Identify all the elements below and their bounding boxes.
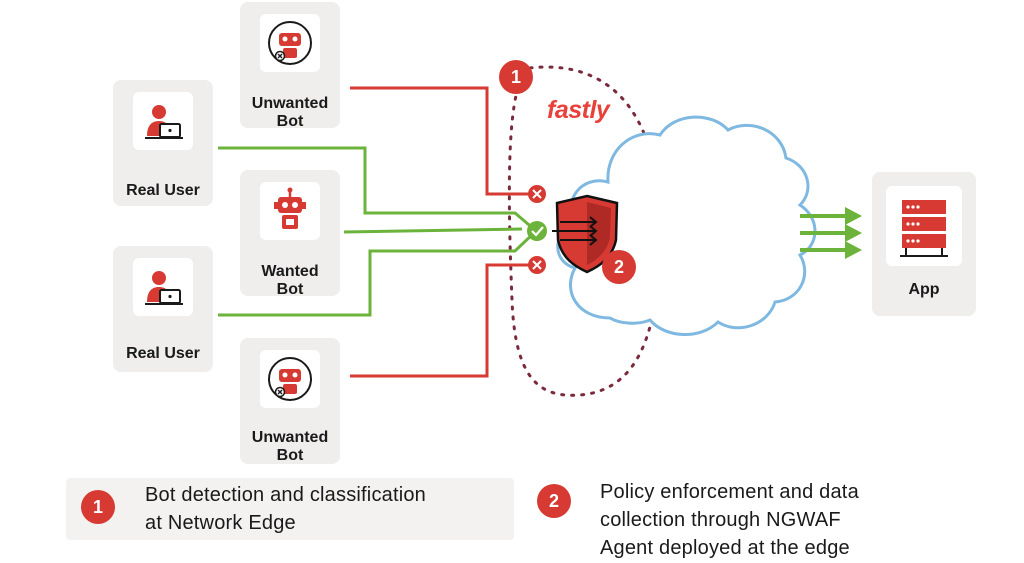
legend-text: Bot detection and classification at Netw…	[145, 484, 427, 534]
node-label: Unwanted	[251, 95, 329, 112]
connector-real-user-bottom	[218, 230, 537, 317]
node-label: Real User	[126, 182, 200, 199]
node-label: App	[908, 281, 940, 298]
wanted-bot-card: Wanted Bot	[240, 170, 340, 298]
robot-icon	[260, 350, 320, 408]
legend-number-badge: 1	[81, 490, 115, 524]
unwanted-bot-top-card: Unwanted Bot	[240, 2, 340, 130]
legend-number-badge: 2	[537, 484, 571, 518]
connector-unwanted-bot-bottom	[350, 263, 537, 378]
robot-icon	[260, 14, 320, 72]
legend-item-2: 2 Policy enforcement and data collection…	[520, 468, 966, 562]
step-2-marker: 2	[602, 250, 636, 284]
app-card: App	[872, 172, 976, 316]
check-circle-icon	[527, 221, 547, 241]
x-circle-icon	[528, 185, 546, 203]
real-user-top-card: Real User	[113, 80, 213, 206]
node-label: Bot	[276, 281, 304, 298]
user-laptop-icon	[133, 258, 193, 316]
node-label: Bot	[276, 447, 304, 464]
user-laptop-icon	[133, 92, 193, 150]
robot-icon	[260, 182, 320, 240]
x-circle-icon	[528, 256, 546, 274]
node-label: Wanted	[261, 263, 319, 280]
server-icon	[886, 186, 962, 266]
connector-real-user-top	[218, 146, 536, 232]
legend-item-1: 1 Bot detection and classification at Ne…	[66, 478, 514, 540]
unwanted-bot-bottom-card: Unwanted Bot	[240, 338, 340, 464]
shield-arrows-icon	[552, 194, 619, 274]
traffic-arrows-to-app	[800, 207, 862, 259]
connector-unwanted-bot-top	[350, 86, 537, 196]
step-1-marker: 1	[499, 60, 533, 94]
legend-text: Policy enforcement and data collection t…	[600, 481, 859, 559]
node-label: Bot	[276, 113, 304, 130]
fastly-logo: fastly	[547, 96, 610, 124]
node-label: Unwanted	[251, 429, 329, 446]
real-user-bottom-card: Real User	[113, 246, 213, 372]
node-label: Real User	[126, 345, 200, 362]
connector-wanted-bot	[343, 227, 523, 234]
